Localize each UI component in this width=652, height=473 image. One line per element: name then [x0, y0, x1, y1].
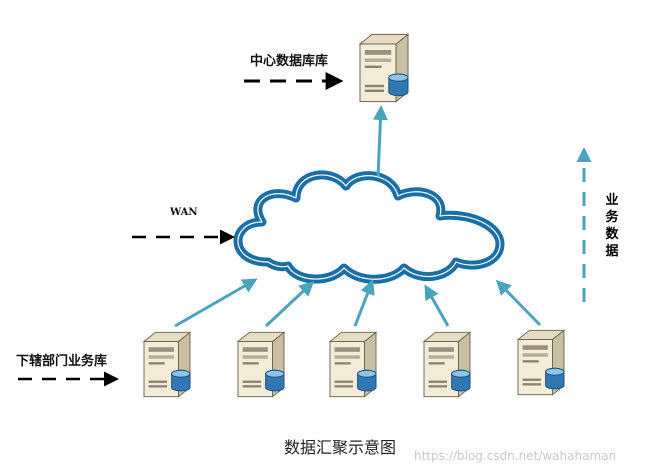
cloud-icon	[233, 170, 505, 284]
branch-server-icon-5	[517, 329, 565, 396]
subordinate-db-label: 下辖部门业务库	[16, 354, 108, 369]
branch-arrow-5	[495, 279, 542, 327]
central-server-icon	[359, 33, 409, 103]
branch-arrow-2	[264, 280, 315, 328]
branch-server-icon-1	[143, 331, 191, 398]
branch-arrow-1	[174, 278, 258, 328]
business-data-label: 业务数据	[605, 193, 619, 259]
watermark: https://blog.csdn.net/wahahaman	[414, 449, 617, 463]
branch-arrow-3	[353, 279, 375, 327]
branch-server-icon-4	[423, 331, 471, 398]
branch-arrow-4	[424, 284, 450, 327]
uplink-arrow	[372, 105, 388, 177]
branch-server-icon-2	[237, 331, 285, 398]
central-db-label: 中心数据库库	[250, 54, 329, 69]
diagram-caption: 数据汇聚示意图	[284, 438, 397, 457]
wan-label: WAN	[170, 207, 198, 218]
branch-server-icon-3	[329, 331, 377, 398]
